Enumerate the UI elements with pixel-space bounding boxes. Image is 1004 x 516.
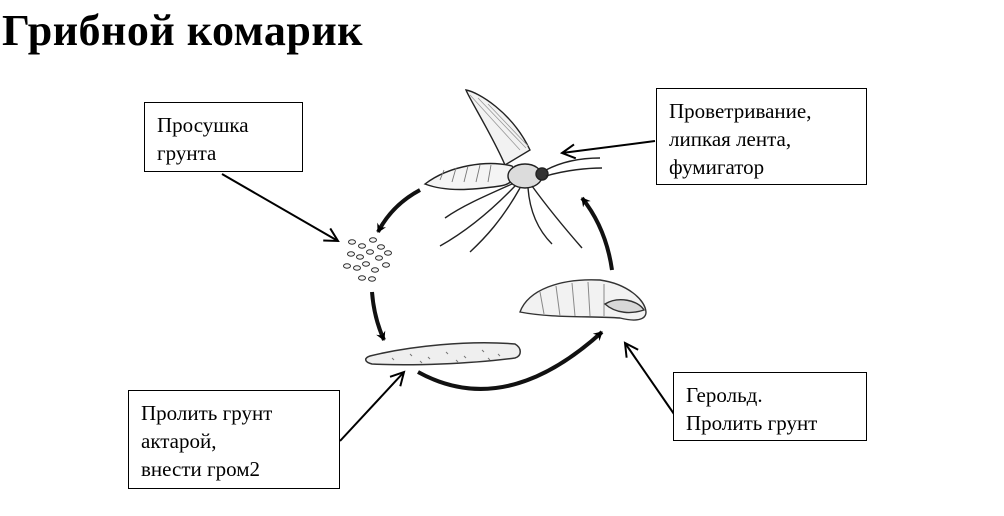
gnat-legs xyxy=(439,183,583,253)
gnat-antenna xyxy=(545,157,603,177)
pointer-arrow-drying xyxy=(221,173,340,243)
tip-line: Проветривание, xyxy=(669,99,812,123)
tip-line: фумигатор xyxy=(669,155,765,179)
tip-line: грунта xyxy=(157,141,217,165)
cycle-arrow-eggs-to-larva xyxy=(370,291,386,341)
pupa-illustration xyxy=(519,279,647,321)
cycle-arrow-larva-to-pupa xyxy=(417,330,604,391)
tip-box-airing: Проветривание, липкая лента, фумигатор xyxy=(656,88,867,185)
tip-line: Герольд. xyxy=(686,383,763,407)
tip-line: Пролить грунт xyxy=(141,401,273,425)
adult-gnat-illustration xyxy=(423,89,603,253)
tip-line: Просушка xyxy=(157,113,249,137)
cycle-arrow-adult-to-eggs xyxy=(376,188,421,233)
pointer-arrow-airing xyxy=(559,140,656,160)
tip-line: внести гром2 xyxy=(141,457,260,481)
tip-box-larva: Пролить грунт актарой, внести гром2 xyxy=(128,390,340,489)
eggs-illustration xyxy=(343,237,392,282)
tip-line: липкая лента, xyxy=(669,127,792,151)
pointer-arrow-pupa xyxy=(623,341,675,415)
page-title: Грибной комарик xyxy=(2,6,364,55)
gnat-abdomen xyxy=(423,162,516,191)
pointer-arrow-larva xyxy=(339,370,406,442)
tip-line: Пролить грунт xyxy=(686,411,818,435)
tip-box-drying: Просушка грунта xyxy=(144,102,303,172)
tip-line: актарой, xyxy=(141,429,217,453)
larva-illustration xyxy=(365,342,521,366)
tip-box-pupa: Герольд. Пролить грунт xyxy=(673,372,867,441)
gnat-head xyxy=(535,167,549,181)
cycle-arrow-pupa-to-adult xyxy=(580,196,614,271)
